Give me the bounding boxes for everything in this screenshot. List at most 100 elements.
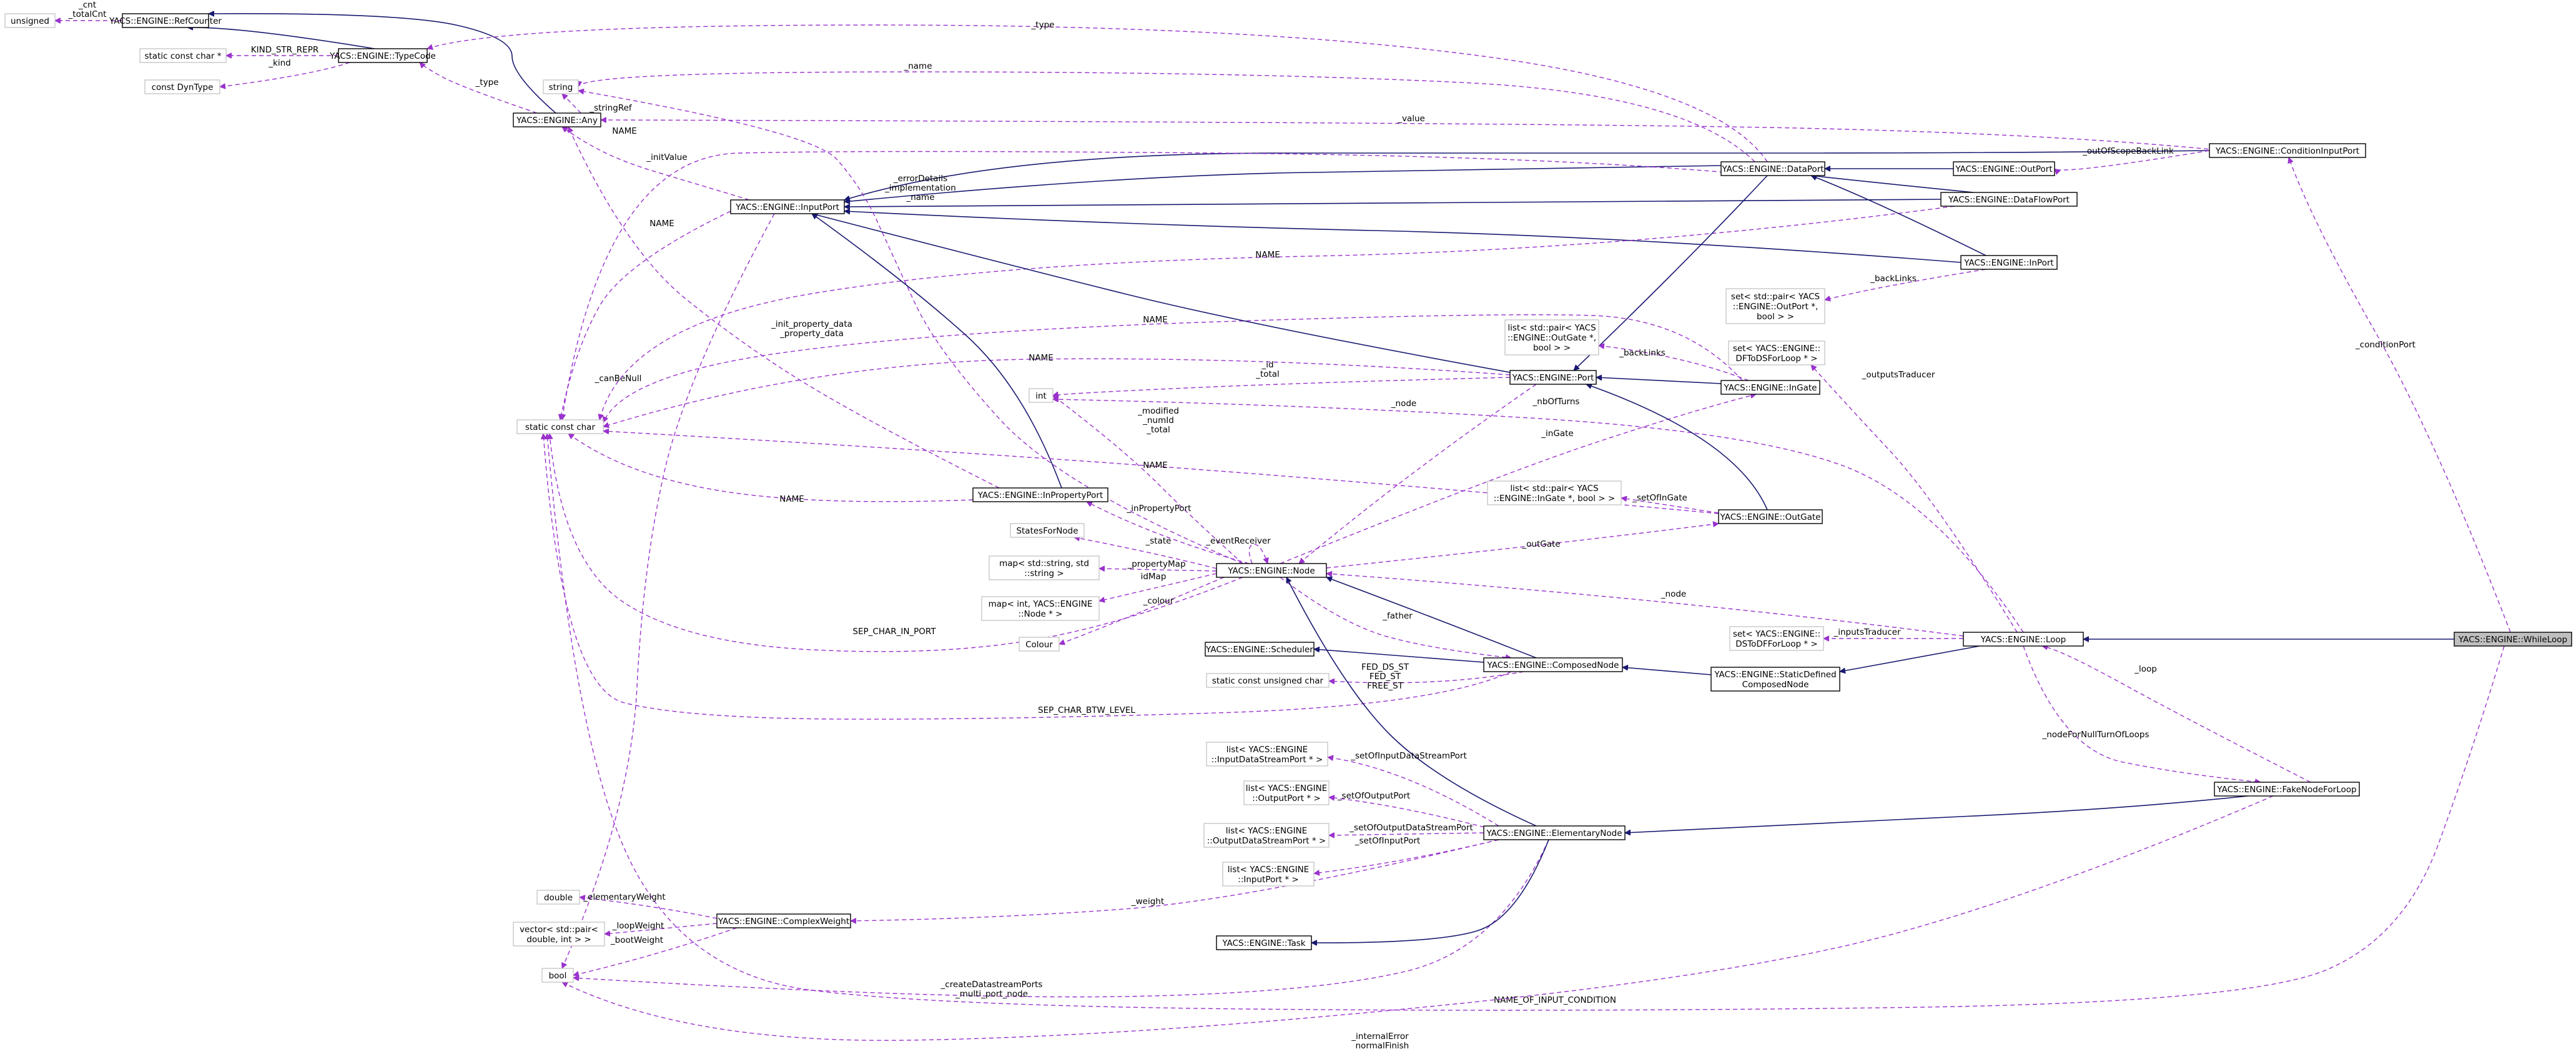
edge-label: FED_DS_ST	[1361, 662, 1409, 672]
edge-composednode-to-node	[1326, 577, 1537, 659]
edge-label: _propertyMap	[1127, 559, 1185, 569]
node-inport[interactable]: YACS::ENGINE::InPort	[1960, 255, 2058, 270]
usage-arrow	[2289, 157, 2511, 633]
node-box	[1243, 780, 1330, 805]
usage-arrow	[1053, 377, 1511, 395]
edge-label: idMap	[1141, 572, 1167, 582]
node-typecode[interactable]: YACS::ENGINE::TypeCode	[329, 48, 436, 63]
edge-node-to-int: _modified_numId_total	[1053, 395, 1243, 564]
edge-inport-to-inputport	[844, 211, 1962, 263]
node-outgate[interactable]: YACS::ENGINE::OutGate	[1718, 509, 1823, 524]
edge-label: NAME	[1143, 315, 1168, 325]
edge-loop-to-set-dstodf: _inputsTraducer	[1823, 627, 1963, 639]
edge-elementarynode-to-complexweight: _weight	[851, 839, 1499, 921]
edge-label: _name	[906, 192, 934, 202]
edge-complexweight-to-double: _elementaryWeight	[580, 892, 718, 919]
node-inpropertyport[interactable]: YACS::ENGINE::InPropertyPort	[972, 487, 1108, 502]
edge-node-to-map-string: _propertyMap	[1099, 559, 1217, 572]
edge-node-to-colour: _colour	[1059, 577, 1225, 644]
node-label: YACS::ENGINE::Scheduler	[1205, 645, 1313, 655]
edge-inputport-to-static-const-char: NAME	[560, 211, 731, 420]
inheritance-arrow	[1586, 384, 1768, 510]
node-elementarynode[interactable]: YACS::ENGINE::ElementaryNode	[1483, 825, 1626, 840]
node-inputport[interactable]: YACS::ENGINE::InputPort	[730, 199, 845, 214]
edge-port-to-int: _id_total	[1053, 360, 1511, 395]
node-fakenode[interactable]: YACS::ENGINE::FakeNodeForLoop	[2214, 782, 2360, 797]
usage-arrow	[1099, 569, 1217, 572]
node-dataport[interactable]: YACS::ENGINE::DataPort	[1720, 161, 1825, 176]
node-label: list< YACS::ENGINE	[1228, 865, 1309, 875]
edge-loop-to-node: _node	[1326, 574, 1964, 637]
usage-arrow	[562, 151, 1762, 420]
inheritance-arrow	[1326, 577, 1537, 659]
node-task[interactable]: YACS::ENGINE::Task	[1216, 935, 1312, 950]
usage-arrow	[1087, 501, 1250, 564]
edge-port-to-node: _node	[1299, 384, 1537, 564]
edge-label: _nodeForNullTurnOfLoops	[2041, 730, 2149, 740]
usage-arrow	[420, 62, 538, 114]
node-static-const-uchar: static const unsigned char	[1206, 673, 1330, 688]
edge-label: _eventReceiver	[1205, 536, 1271, 546]
node-composednode[interactable]: YACS::ENGINE::ComposedNode	[1483, 657, 1623, 672]
node-box	[1206, 673, 1330, 688]
node-ingate[interactable]: YACS::ENGINE::InGate	[1720, 380, 1820, 395]
node-label: StatesForNode	[1016, 526, 1078, 536]
node-label: set< YACS::ENGINE::	[1733, 344, 1820, 354]
node-box	[1953, 161, 2055, 176]
edge-label: _setOfInputDataStreamPort	[1350, 751, 1467, 761]
usage-arrow	[543, 434, 1512, 720]
node-dataflowport[interactable]: YACS::ENGINE::DataFlowPort	[1940, 192, 2078, 207]
node-refcounter[interactable]: YACS::ENGINE::RefCounter	[109, 13, 222, 28]
node-label: YACS::ENGINE::Task	[1221, 938, 1305, 948]
edge-label: _total	[1255, 369, 1280, 379]
edge-loop-to-staticdefined	[1840, 645, 1980, 672]
edge-staticdefined-to-composednode	[1622, 667, 1712, 675]
node-box	[2214, 782, 2360, 797]
node-node[interactable]: YACS::ENGINE::Node	[1216, 563, 1327, 578]
node-conditioninputport[interactable]: YACS::ENGINE::ConditionInputPort	[2209, 143, 2366, 158]
usage-arrow	[2023, 645, 2261, 782]
edge-label: SEP_CHAR_IN_PORT	[852, 627, 936, 637]
node-list-outputdatastream: list< YACS::ENGINE::OutputDataStreamPort…	[1203, 823, 1330, 848]
node-label: ::ENGINE::OutPort *,	[1733, 302, 1818, 312]
usage-arrow	[573, 927, 738, 975]
usage-arrow	[2042, 646, 2311, 783]
node-loop[interactable]: YACS::ENGINE::Loop	[1963, 632, 2084, 647]
edge-port-to-static-const-char: NAME	[603, 353, 1511, 427]
node-complexweight[interactable]: YACS::ENGINE::ComplexWeight	[716, 913, 851, 928]
node-label: string	[549, 82, 573, 92]
node-double: double	[536, 890, 580, 905]
node-whileloop[interactable]: YACS::ENGINE::WhileLoop	[2454, 632, 2572, 647]
node-box	[1483, 657, 1623, 672]
inheritance-arrow	[844, 211, 1962, 263]
node-label: set< std::pair< YACS	[1731, 292, 1820, 302]
edge-label: _cnt	[78, 0, 96, 10]
node-outport[interactable]: YACS::ENGINE::OutPort	[1953, 161, 2055, 176]
node-map-string: map< std::string, std::string >	[989, 555, 1100, 580]
inheritance-arrow	[1840, 645, 1980, 672]
usage-arrow	[603, 358, 1511, 427]
node-box	[972, 487, 1108, 502]
edge-dataport-to-inputport	[844, 165, 1722, 202]
edge-composednode-to-static-const-char: SEP_CHAR_BTW_LEVEL	[543, 434, 1512, 720]
node-box	[1203, 823, 1330, 848]
node-label: bool > >	[1757, 312, 1794, 322]
edge-label: _state	[1145, 536, 1172, 546]
usage-arrow	[1329, 832, 1484, 835]
node-box	[1963, 632, 2084, 647]
edge-label: _weight	[1131, 897, 1164, 907]
edge-label: _node	[1391, 399, 1416, 409]
node-label: YACS::ENGINE::WhileLoop	[2458, 635, 2567, 645]
edge-label: _setOfInputPort	[1355, 836, 1420, 846]
node-label: YACS::ENGINE::Any	[516, 116, 598, 126]
usage-arrow	[1059, 577, 1225, 644]
edge-refcounter-to-unsigned: _cnt_totalCnt	[55, 0, 122, 21]
node-scheduler[interactable]: YACS::ENGINE::Scheduler	[1205, 642, 1315, 657]
node-any[interactable]: YACS::ENGINE::Any	[513, 112, 601, 127]
edge-dataport-to-string: _name	[578, 61, 1755, 162]
node-port[interactable]: YACS::ENGINE::Port	[1509, 370, 1597, 385]
edge-node-to-composednode: _father	[1280, 577, 1511, 658]
node-box	[2209, 143, 2366, 158]
